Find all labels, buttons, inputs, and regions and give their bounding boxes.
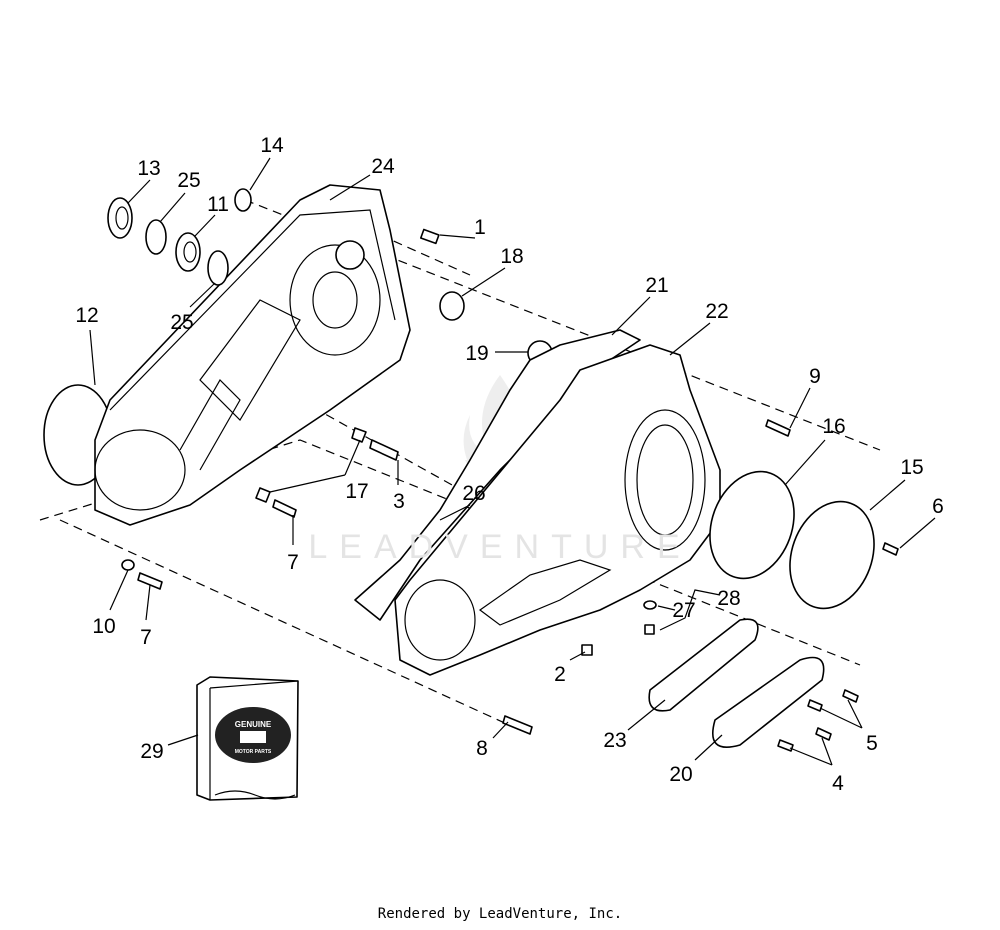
callout-3[interactable]: 3 (393, 490, 405, 513)
callout-labels: 13 25 14 24 11 1 18 25 12 21 22 19 9 16 … (75, 134, 944, 795)
footer-credit: Rendered by LeadVenture, Inc. (377, 906, 623, 922)
callout-23[interactable]: 23 (603, 729, 626, 752)
callout-7b[interactable]: 7 (140, 626, 152, 649)
part-25-retaining-ring[interactable] (145, 219, 167, 255)
callout-24[interactable]: 24 (371, 155, 395, 178)
part-3-screw[interactable] (369, 439, 399, 461)
part-14-seal[interactable] (234, 188, 252, 212)
part-10-washer[interactable] (121, 559, 135, 571)
callout-14[interactable]: 14 (260, 134, 284, 157)
callout-10[interactable]: 10 (92, 615, 115, 638)
part-20-inspection-cover[interactable] (712, 656, 825, 748)
callout-15[interactable]: 15 (900, 456, 923, 479)
callout-25b[interactable]: 25 (170, 311, 193, 334)
part-21-gasket[interactable] (354, 329, 641, 621)
callout-9[interactable]: 9 (809, 365, 821, 388)
callout-22[interactable]: 22 (705, 300, 728, 323)
svg-text:MOTOR PARTS: MOTOR PARTS (235, 749, 272, 755)
part-25-retaining-ring-2[interactable] (207, 250, 229, 286)
part-18-bushing[interactable] (439, 291, 465, 321)
part-13-seal[interactable] (107, 197, 133, 239)
part-24-inner-primary-housing[interactable] (94, 184, 411, 526)
callout-8[interactable]: 8 (476, 737, 488, 760)
part-6-screw[interactable] (882, 542, 899, 556)
part-16-o-ring[interactable] (696, 460, 809, 591)
callout-13[interactable]: 13 (137, 157, 160, 180)
part-7-screw[interactable] (272, 499, 297, 518)
callout-27[interactable]: 27 (672, 599, 695, 622)
part-8-screw[interactable] (502, 715, 533, 735)
callout-19[interactable]: 19 (465, 342, 488, 365)
part-11-bearing[interactable] (175, 232, 201, 272)
callout-16[interactable]: 16 (822, 415, 845, 438)
leader-lines (89, 157, 936, 766)
callout-20[interactable]: 20 (669, 763, 692, 786)
part-17-clip[interactable] (351, 427, 367, 443)
callout-28[interactable]: 28 (717, 587, 740, 610)
callout-11[interactable]: 11 (207, 193, 229, 216)
callout-5[interactable]: 5 (866, 732, 878, 755)
callout-17[interactable]: 17 (345, 480, 368, 503)
screws (121, 419, 899, 752)
part-15-derby-cover[interactable] (776, 490, 889, 621)
part-27-o-ring[interactable] (643, 600, 657, 610)
part-7-screw-2[interactable] (137, 572, 163, 590)
callout-25[interactable]: 25 (177, 169, 200, 192)
callout-6[interactable]: 6 (932, 495, 944, 518)
part-9-screw[interactable] (765, 419, 791, 437)
part-17-clip-2[interactable] (255, 487, 271, 503)
callout-4[interactable]: 4 (832, 772, 844, 795)
callout-21[interactable]: 21 (645, 274, 668, 297)
part-28-plug[interactable] (644, 624, 655, 635)
leadventure-watermark: LEADVENTURE (308, 528, 691, 566)
part-2-plug[interactable] (581, 644, 593, 656)
callout-29[interactable]: 29 (140, 740, 163, 763)
callout-26[interactable]: 26 (462, 482, 485, 505)
part-1-dowel-pin[interactable] (419, 228, 440, 245)
callout-12[interactable]: 12 (75, 304, 98, 327)
part-29-parts-package[interactable]: GENUINE MOTOR PARTS (196, 676, 299, 801)
callout-7[interactable]: 7 (287, 551, 299, 574)
callout-18[interactable]: 18 (500, 245, 523, 268)
callout-2[interactable]: 2 (554, 663, 566, 686)
part-5-screws[interactable] (807, 689, 859, 712)
svg-text:GENUINE: GENUINE (235, 720, 272, 729)
callout-1[interactable]: 1 (474, 216, 486, 239)
part-4-screws[interactable] (777, 727, 832, 752)
part-23-gasket[interactable] (648, 618, 759, 712)
